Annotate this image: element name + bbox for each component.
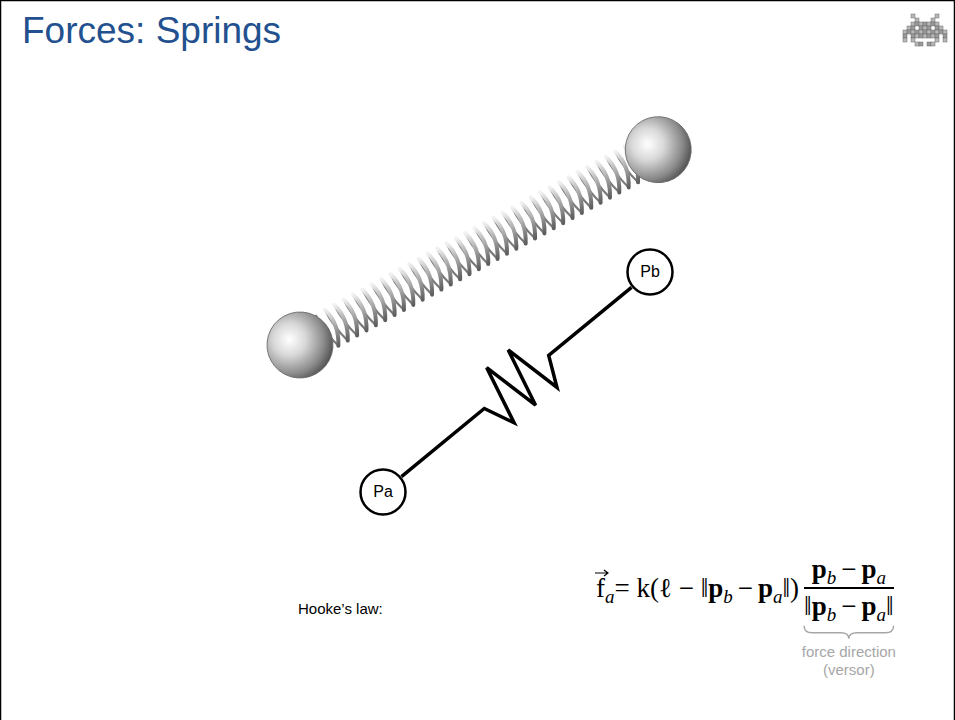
formula-token: p <box>812 591 827 622</box>
fraction-denominator: ‖pb−pa‖ <box>804 591 893 622</box>
invader-pixel <box>903 38 907 42</box>
invader-pixel <box>931 34 935 38</box>
point-circle: Pa <box>359 468 407 516</box>
slide-title: Forces: Springs <box>22 10 281 52</box>
invader-pixel <box>911 22 915 26</box>
formula-fraction: pb−pa‖pb−pa‖ <box>804 554 893 622</box>
point-label: Pa <box>373 483 393 501</box>
spring-body <box>255 105 703 390</box>
invader-pixel <box>927 22 931 26</box>
formula-token: − <box>738 573 753 604</box>
formula-main: fa= k(ℓ − ‖pb−pa‖) <box>596 573 799 604</box>
invader-pixel <box>927 26 931 30</box>
formula-token: p <box>758 573 773 604</box>
invader-pixel <box>939 30 943 34</box>
fraction-numerator: pb−pa <box>812 554 886 585</box>
formula-token: − <box>841 554 856 585</box>
invader-pixel <box>919 34 923 38</box>
formula-token: a <box>605 586 615 608</box>
invader-pixel <box>907 30 911 34</box>
chrome-ball <box>255 300 345 390</box>
invader-pixel <box>935 14 939 18</box>
formula-token: p <box>861 591 876 622</box>
formula-token: b <box>723 586 733 608</box>
invader-pixel <box>919 30 923 34</box>
invader-pixel <box>923 30 927 34</box>
space-invader-icon <box>903 14 947 46</box>
invader-pixel <box>923 22 927 26</box>
invader-pixel <box>915 42 919 46</box>
invader-pixel <box>911 14 915 18</box>
invader-pixel <box>911 30 915 34</box>
point-label: Pb <box>640 263 660 281</box>
circle-shape <box>361 470 406 515</box>
hooke-formula: fa= k(ℓ − ‖pb−pa‖)pb−pa‖pb−pa‖ <box>596 554 894 622</box>
invader-pixel <box>907 26 911 30</box>
invader-pixel <box>919 26 923 30</box>
formula-token: − <box>841 591 856 622</box>
vector-arrow <box>594 569 610 577</box>
invader-pixel <box>903 34 907 38</box>
invader-pixel <box>931 22 935 26</box>
invader-pixel <box>927 34 931 38</box>
invader-pixel <box>923 26 927 30</box>
invader-pixel <box>927 30 931 34</box>
chrome-ball <box>613 105 703 195</box>
invader-pixel <box>915 18 919 22</box>
formula-token: ‖ <box>804 591 812 622</box>
invader-pixel <box>943 30 947 34</box>
formula-token: a <box>876 567 886 589</box>
coil-back <box>315 144 647 348</box>
invader-pixel <box>915 22 919 26</box>
caption-text: Hooke’s law: <box>298 600 383 617</box>
invader-pixel <box>923 34 927 38</box>
circle-shape <box>628 250 673 295</box>
invader-pixel <box>931 42 935 46</box>
formula-token: ‖ <box>886 591 894 622</box>
invader-pixel <box>911 38 915 42</box>
formula-token: p <box>812 554 827 585</box>
formula-token: p <box>861 554 876 585</box>
vector-arrow-stroke <box>595 570 608 576</box>
formula-token: b <box>827 604 837 626</box>
invader-pixel <box>935 26 939 30</box>
formula-token: ‖) <box>783 573 800 604</box>
invader-pixel <box>915 30 919 34</box>
formula-token: b <box>827 567 837 589</box>
formula-token: = k(ℓ − ‖ <box>615 573 709 604</box>
invader-pixel <box>931 18 935 22</box>
formula-token: f <box>596 573 605 604</box>
invader-pixel <box>931 30 935 34</box>
invader-pixel <box>919 42 923 46</box>
invader-pixel <box>915 34 919 38</box>
invader-pixel <box>927 42 931 46</box>
formula-token: p <box>708 573 723 604</box>
formula-token: a <box>773 586 783 608</box>
invader-pixel <box>943 38 947 42</box>
invader-pixel <box>935 38 939 42</box>
underbrace <box>804 626 893 639</box>
invader-pixel <box>935 22 939 26</box>
coil-front <box>320 140 654 345</box>
invader-pixel <box>903 30 907 34</box>
invader-pixel <box>919 22 923 26</box>
invader-pixel <box>935 30 939 34</box>
invader-pixel <box>935 34 939 38</box>
spring-connector <box>402 287 632 476</box>
point-circle: Pb <box>626 248 674 296</box>
annotation-text: force direction (versor) <box>787 643 911 679</box>
invader-pixel <box>911 26 915 30</box>
invader-pixel <box>939 26 943 30</box>
formula-token: a <box>876 604 886 626</box>
invader-pixel <box>943 34 947 38</box>
invader-pixel <box>911 34 915 38</box>
